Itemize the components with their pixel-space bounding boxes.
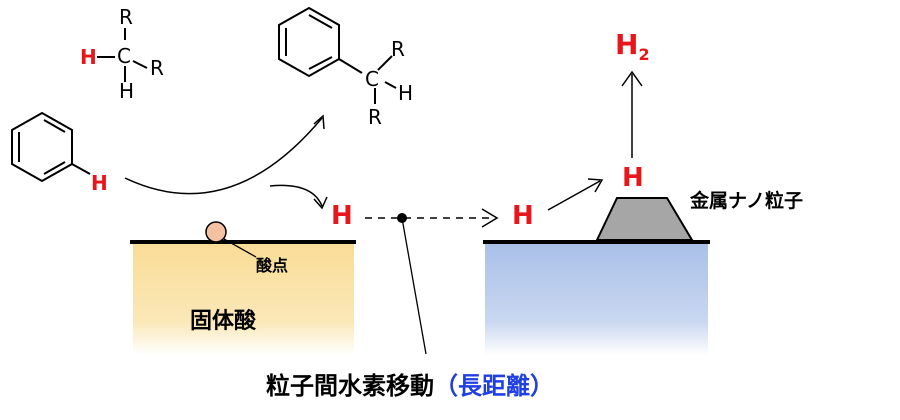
- product-h: H: [398, 81, 413, 105]
- product-r-top: R: [391, 37, 405, 61]
- product-molecule: R C H R: [278, 6, 413, 129]
- h2-subscript: 2: [638, 45, 649, 64]
- metal-nanoparticle: [595, 197, 694, 241]
- acid-site: [205, 221, 227, 243]
- metal-label: 金属ナノ粒子: [689, 189, 803, 212]
- h2-label: H2: [615, 28, 650, 64]
- product-r-bottom: R: [368, 105, 382, 129]
- alkane-h-left: H: [80, 45, 97, 69]
- reaction-arrows: [124, 114, 328, 210]
- alkane-molecule: R H C R H: [80, 5, 164, 103]
- h2-h: H: [615, 28, 638, 61]
- alkane-h-bottom: H: [119, 79, 134, 103]
- h2-release-arrow: [621, 70, 643, 158]
- solid-acid-label: 固体酸: [190, 309, 257, 334]
- alkane-c: C: [117, 44, 131, 68]
- hydrogen-on-support: H: [512, 201, 534, 231]
- solid-acid: 酸点 固体酸: [130, 221, 356, 355]
- benzene-h: H: [91, 171, 108, 195]
- acid-site-label: 酸点: [256, 256, 288, 275]
- hydrogen-on-metal: H: [622, 163, 644, 193]
- alkane-r-top: R: [119, 5, 133, 29]
- hydrogen-on-acid: H: [331, 201, 353, 231]
- migration-arrow: [547, 178, 604, 211]
- caption: 粒子間水素移動（長距離）: [266, 372, 554, 400]
- alkane-r-right: R: [150, 56, 164, 80]
- metal-support: 金属ナノ粒子: [483, 189, 803, 355]
- spillover-arrow: [365, 208, 499, 355]
- caption-paren: （長距離）: [434, 372, 554, 400]
- product-c: C: [365, 67, 379, 91]
- caption-main: 粒子間水素移動: [266, 372, 434, 400]
- benzene-molecule: H: [11, 111, 108, 195]
